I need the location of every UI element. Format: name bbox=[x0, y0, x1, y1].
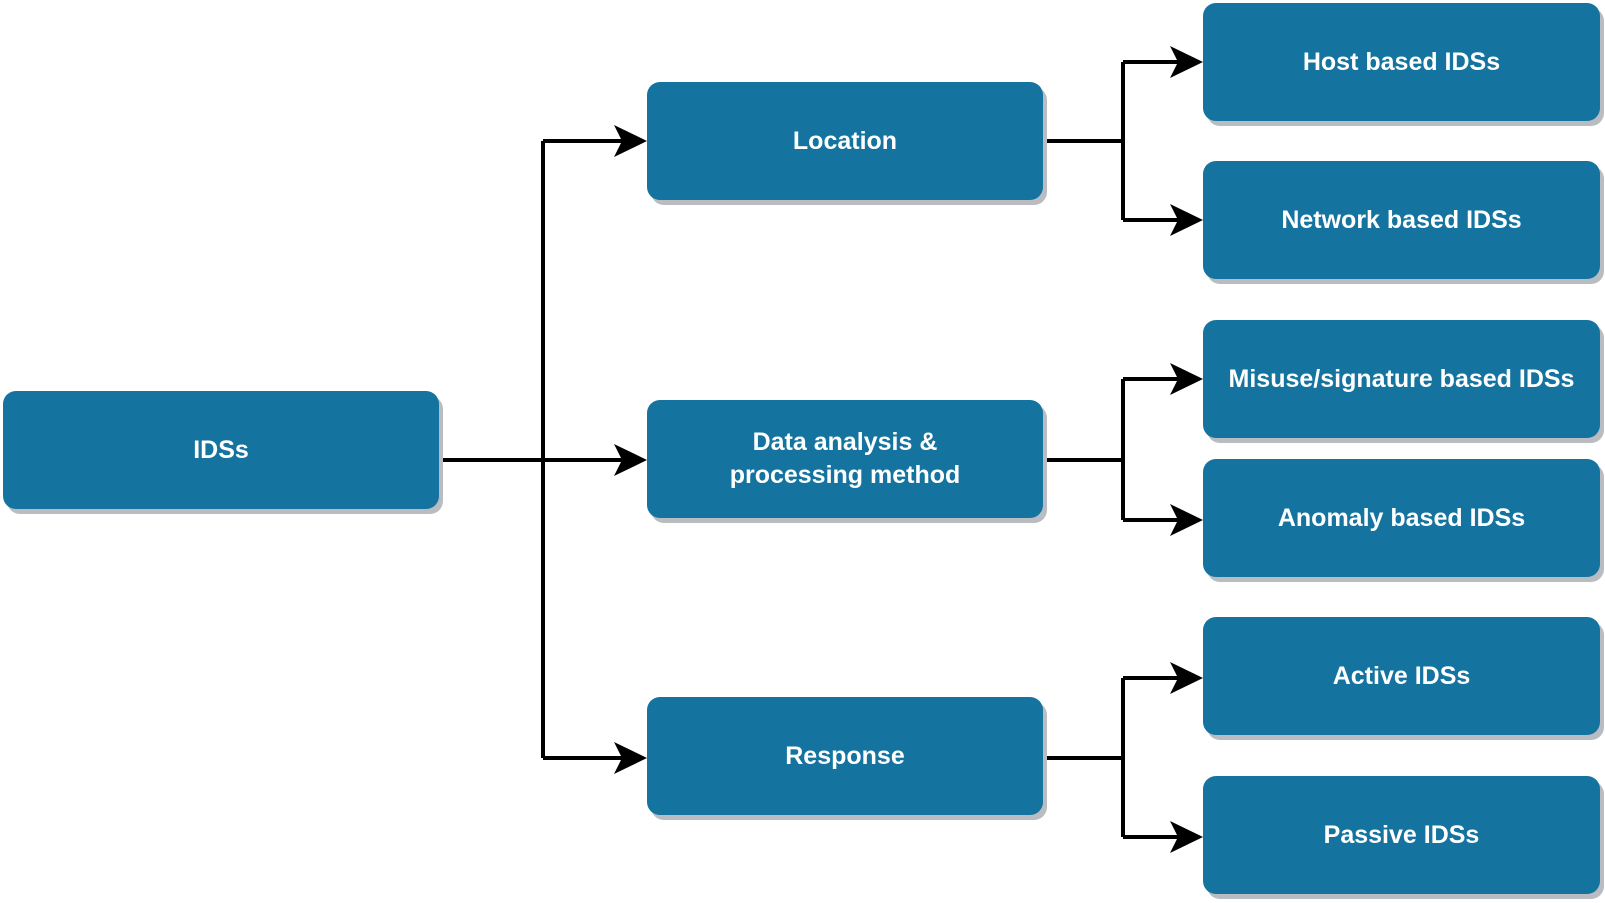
arrowhead-misuse bbox=[1170, 363, 1203, 395]
node-passive: Passive IDSs bbox=[1203, 776, 1600, 894]
node-network-based-label: Network based IDSs bbox=[1281, 205, 1522, 234]
arrowhead-network bbox=[1170, 204, 1203, 236]
arrowhead-passive bbox=[1170, 821, 1203, 853]
arrowhead-response bbox=[614, 742, 647, 774]
node-host-based-label: Host based IDSs bbox=[1302, 47, 1501, 76]
node-active: Active IDSs bbox=[1203, 617, 1600, 735]
node-anomaly-based: Anomaly based IDSs bbox=[1203, 459, 1600, 577]
node-network-based: Network based IDSs bbox=[1203, 161, 1600, 279]
node-host-based: Host based IDSs bbox=[1203, 3, 1600, 121]
node-location-label: Location bbox=[792, 126, 898, 155]
node-misuse-signature-based: Misuse/signature based IDSs bbox=[1203, 320, 1600, 438]
node-misuse-signature-based-label: Misuse/signature based IDSs bbox=[1228, 364, 1575, 393]
node-data-analysis: Data analysis & processing method bbox=[647, 400, 1043, 518]
node-active-label: Active IDSs bbox=[1332, 661, 1471, 690]
node-passive-label: Passive IDSs bbox=[1323, 820, 1480, 849]
node-idss-root-label: IDSs bbox=[193, 435, 249, 464]
arrowhead-host bbox=[1170, 46, 1203, 78]
arrowhead-data-analysis bbox=[614, 444, 647, 476]
arrowhead-active bbox=[1170, 662, 1203, 694]
arrowhead-anomaly bbox=[1170, 504, 1203, 536]
node-data-analysis-label: Data analysis & processing method bbox=[730, 426, 961, 492]
node-response: Response bbox=[647, 697, 1043, 815]
node-location: Location bbox=[647, 82, 1043, 200]
node-data-analysis-line-1: Data analysis & bbox=[752, 428, 938, 456]
arrowhead-location bbox=[614, 125, 647, 157]
node-anomaly-based-label: Anomaly based IDSs bbox=[1277, 503, 1526, 532]
node-response-label: Response bbox=[785, 741, 905, 770]
node-data-analysis-line-2: processing method bbox=[729, 461, 961, 489]
node-idss-root: IDSs bbox=[3, 391, 439, 509]
